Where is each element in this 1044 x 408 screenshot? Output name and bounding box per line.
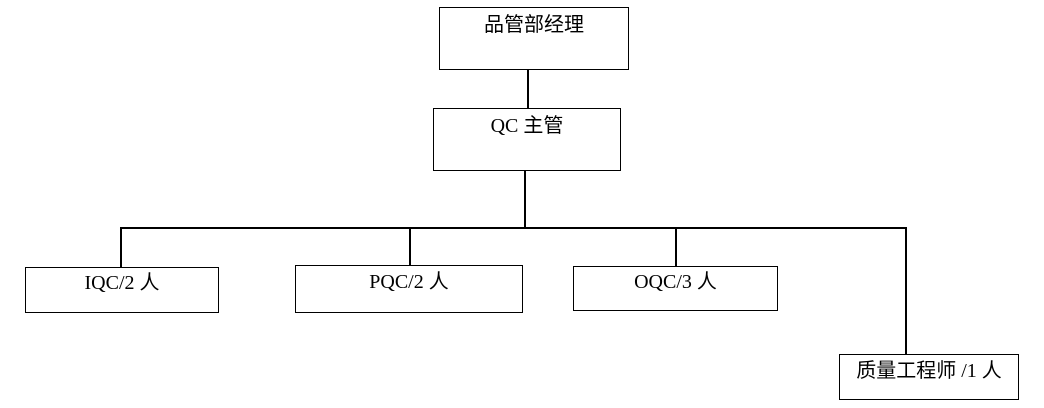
org-node-manager-label: 品管部经理 — [484, 14, 584, 36]
org-node-iqc: IQC/2 人 — [25, 267, 219, 313]
connector-branch-to-oqc — [675, 227, 677, 267]
org-node-qc-supervisor: QC 主管 — [433, 108, 621, 171]
org-node-quality-engineer-label: 质量工程师 /1 人 — [856, 360, 1002, 382]
org-node-quality-engineer: 质量工程师 /1 人 — [839, 354, 1019, 400]
connector-supervisor-to-branch — [524, 171, 526, 227]
connector-manager-to-supervisor — [527, 70, 529, 108]
org-node-pqc-label: PQC/2 人 — [369, 271, 449, 293]
org-node-qc-supervisor-label: QC 主管 — [490, 115, 564, 137]
connector-branch-to-engineer — [905, 227, 907, 355]
org-node-iqc-label: IQC/2 人 — [84, 272, 160, 294]
connector-branch-to-pqc — [409, 227, 411, 266]
org-node-pqc: PQC/2 人 — [295, 265, 523, 313]
org-node-oqc: OQC/3 人 — [573, 266, 778, 311]
org-node-oqc-label: OQC/3 人 — [634, 271, 717, 293]
connector-branch-horizontal — [120, 227, 907, 229]
org-node-manager: 品管部经理 — [439, 7, 629, 70]
connector-branch-to-iqc — [120, 227, 122, 267]
